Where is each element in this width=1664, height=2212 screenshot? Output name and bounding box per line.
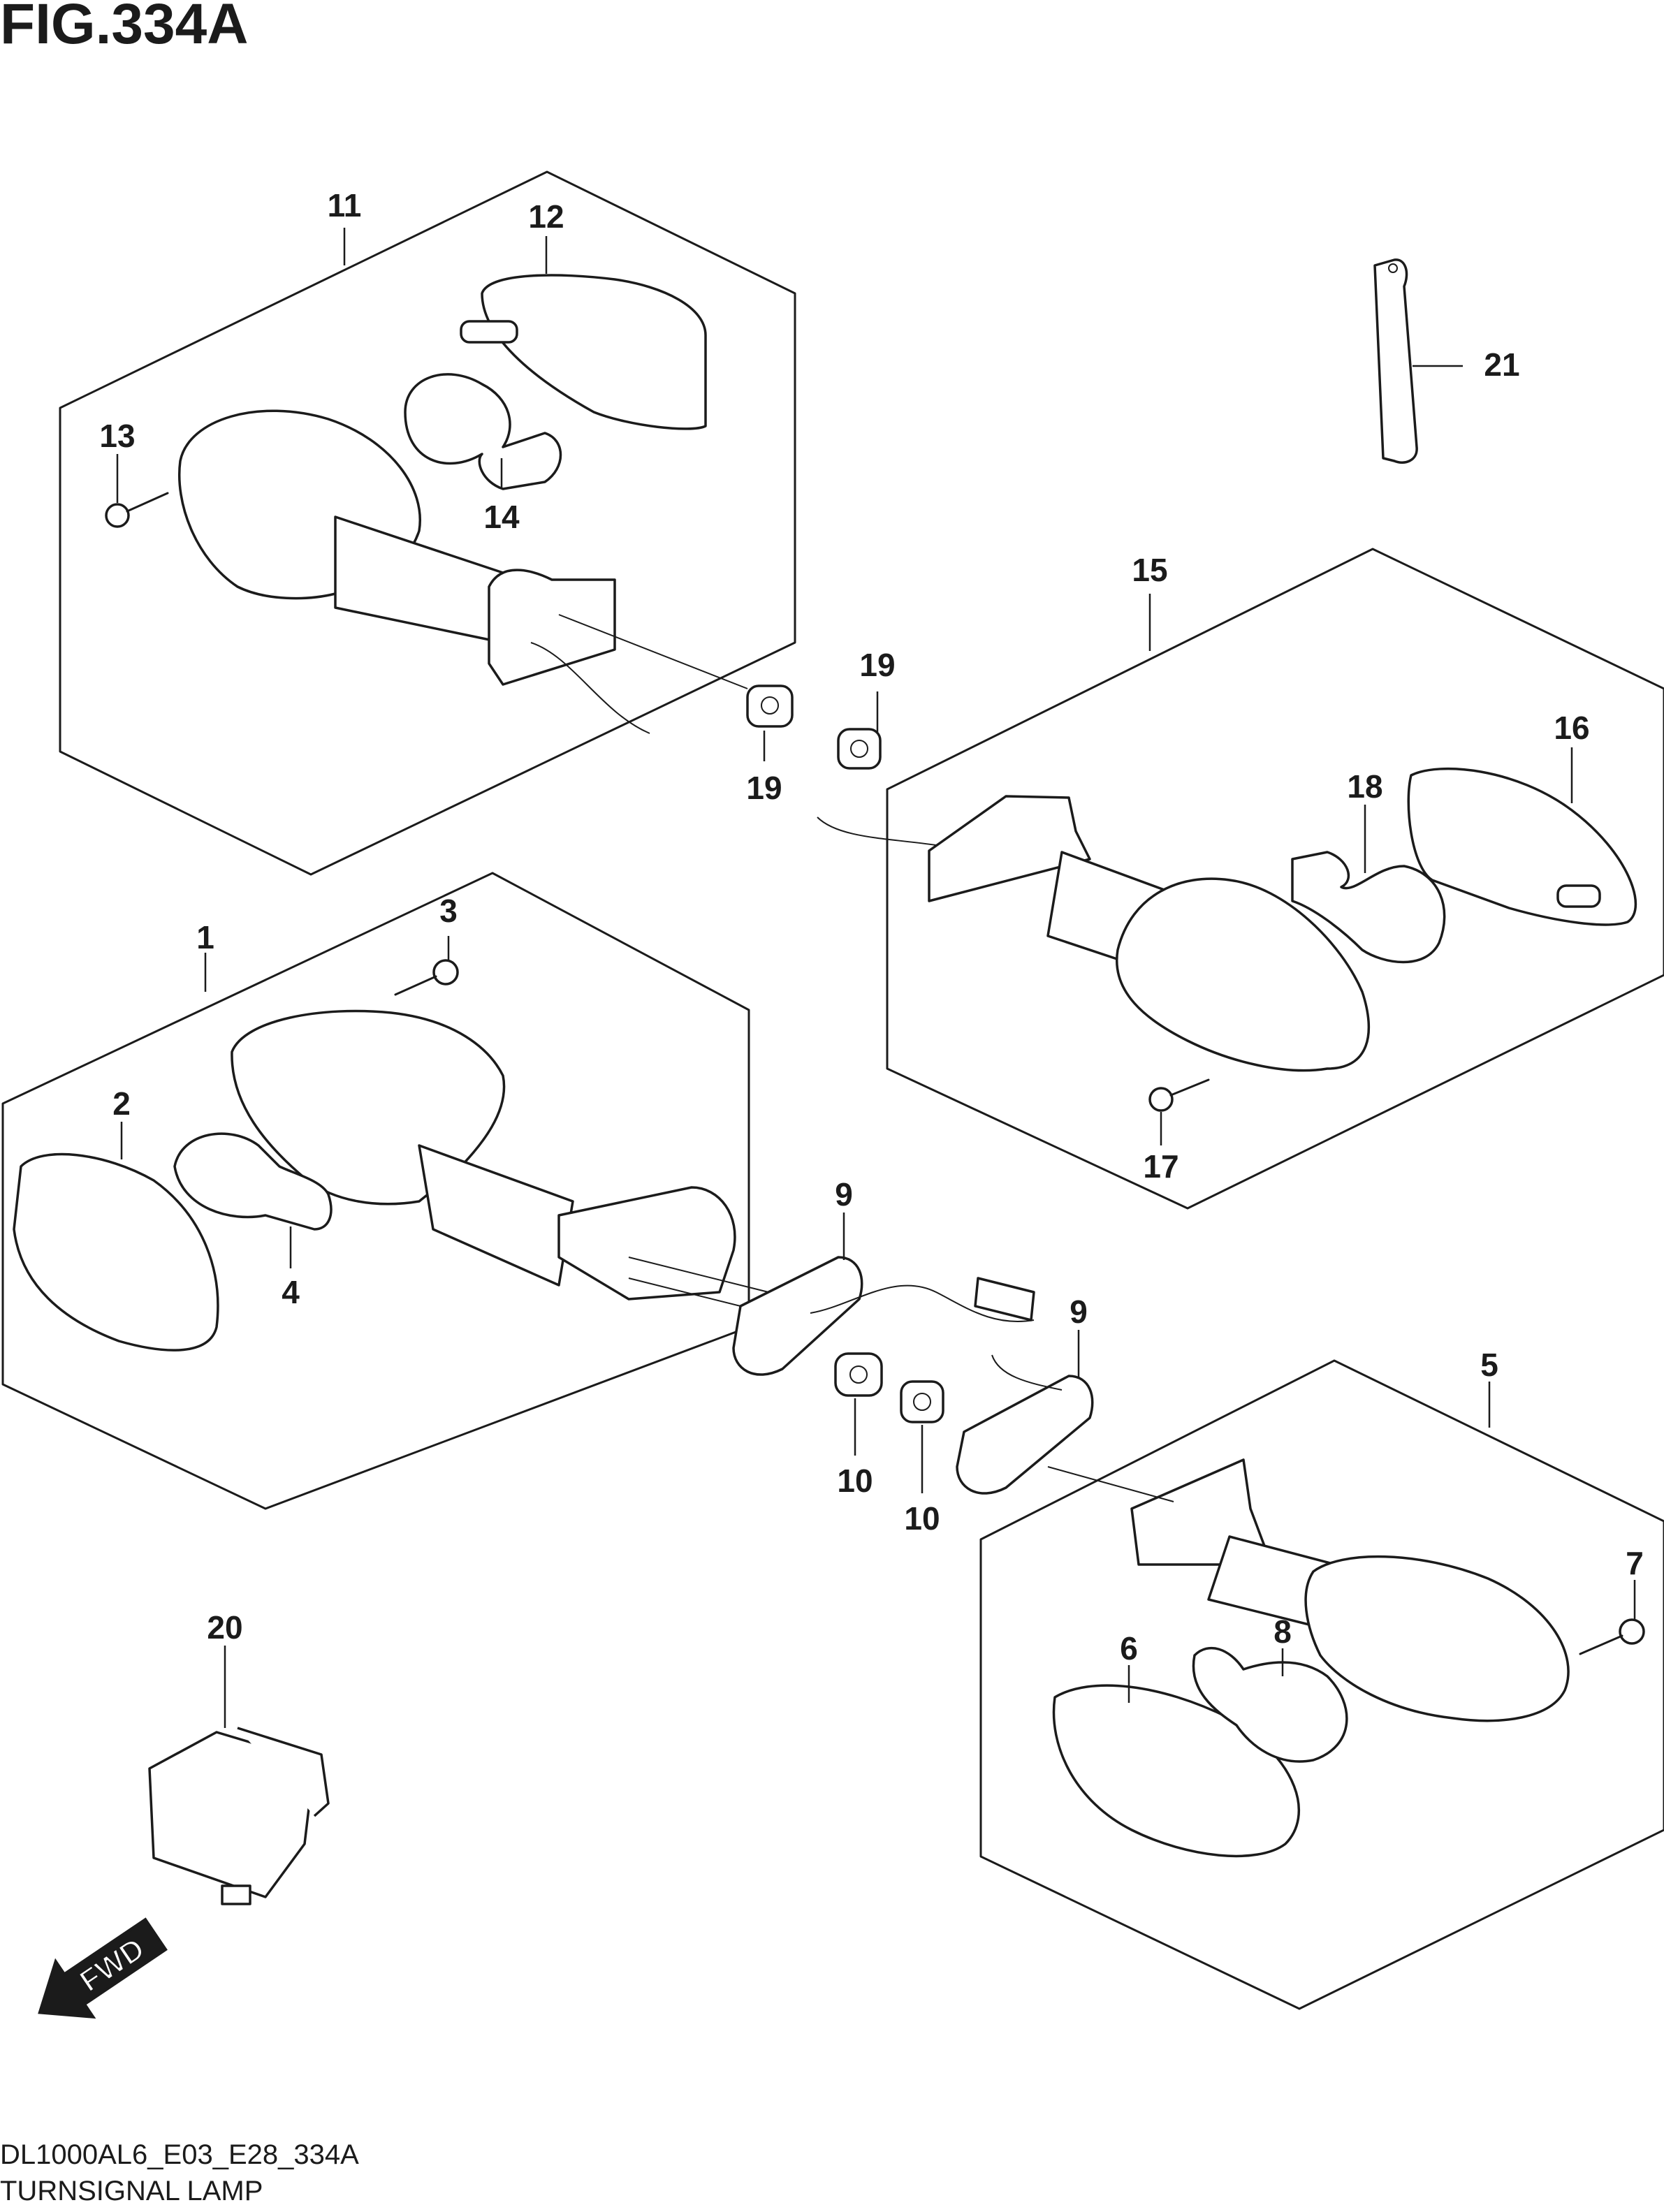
forward-arrow-icon: FWD (38, 1917, 168, 2019)
diagram-code: DL1000AL6_E03_E28_334A (0, 2139, 359, 2170)
turnsignal-lamp-housing-lower-left (231, 1009, 769, 1314)
callout-16: 16 (1554, 710, 1589, 746)
assembly-box-11 (59, 170, 796, 876)
callout-21: 21 (1484, 346, 1519, 383)
callout-9-b: 9 (1070, 1294, 1088, 1330)
screw-13 (105, 492, 169, 528)
callout-7: 7 (1626, 1545, 1644, 1581)
bulb-8 (1192, 1647, 1348, 1763)
connector-9 (974, 1277, 1035, 1321)
callout-3: 3 (439, 893, 458, 929)
section-name: TURNSIGNAL LAMP (0, 2176, 263, 2206)
gasket-9-b (956, 1354, 1094, 1495)
figure-title: FIG.334A (0, 0, 248, 56)
callout-19-b: 19 (859, 647, 895, 683)
lens-16 (1407, 767, 1637, 926)
nut-10-a (834, 1352, 883, 1397)
callout-19-a: 19 (746, 770, 782, 806)
lens-12 (460, 274, 707, 430)
callout-17: 17 (1143, 1148, 1178, 1185)
callout-8: 8 (1273, 1613, 1292, 1650)
callout-11: 11 (328, 187, 362, 224)
screw-3 (394, 959, 459, 996)
strap-21 (1373, 258, 1418, 464)
relay-20 (148, 1727, 330, 1905)
callout-1: 1 (196, 919, 214, 955)
callout-10-a: 10 (837, 1463, 873, 1499)
callout-20: 20 (207, 1609, 242, 1646)
nut-19-b (837, 728, 882, 770)
gasket-9-a (732, 1256, 1035, 1376)
callout-4: 4 (282, 1274, 300, 1310)
assembly-box-15 (886, 548, 1664, 1210)
callout-5: 5 (1480, 1347, 1498, 1383)
bulb-18 (1291, 851, 1446, 964)
assembly-box-5 (979, 1359, 1664, 2010)
callout-15: 15 (1132, 552, 1167, 588)
callout-18: 18 (1347, 768, 1382, 805)
nut-19-a (746, 684, 794, 728)
bulb-4 (173, 1132, 333, 1231)
callout-9-a: 9 (835, 1176, 853, 1213)
turnsignal-lamp-housing-lower-right (1047, 1458, 1570, 1722)
callout-14: 14 (483, 499, 520, 535)
screw-7 (1579, 1618, 1645, 1655)
lens-2 (13, 1152, 219, 1352)
callout-2: 2 (112, 1085, 131, 1122)
bulb-14 (404, 373, 562, 490)
turnsignal-lamp-housing-upper-left (178, 409, 748, 734)
leader-lines (116, 228, 1636, 1728)
screw-17 (1148, 1078, 1210, 1112)
turnsignal-lamp-housing-upper-right (817, 795, 1371, 1072)
callout-10-b: 10 (904, 1500, 940, 1537)
callout-13: 13 (99, 418, 135, 454)
callout-12: 12 (528, 198, 564, 235)
nut-10-b (900, 1380, 944, 1423)
callout-6: 6 (1120, 1630, 1138, 1667)
